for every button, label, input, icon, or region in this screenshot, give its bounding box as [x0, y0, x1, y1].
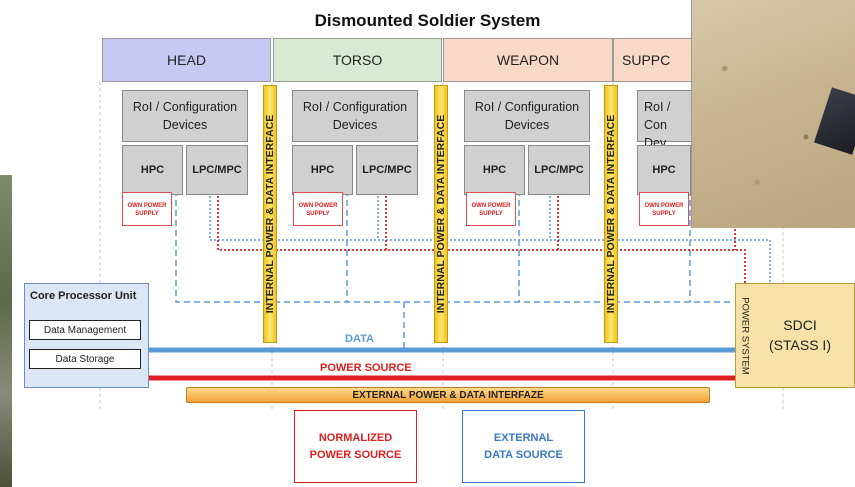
section-head: HEAD [102, 38, 271, 82]
section-torso: TORSO [273, 38, 442, 82]
sdci-subtitle: (STASS I) [769, 337, 831, 353]
normalized-power-source-box: NORMALIZED POWER SOURCE [294, 410, 417, 483]
internal-interface-label: INTERNAL POWER & DATA INTERFACE [605, 114, 617, 314]
core-processor-title: Core Processor Unit [30, 290, 137, 302]
normalized-line2: POWER SOURCE [309, 449, 402, 461]
normalized-line1: NORMALIZED [318, 432, 393, 444]
lpc-power-line [217, 196, 746, 283]
data-storage-box: Data Storage [29, 349, 141, 369]
lpc-mpc-box: LPC/MPC [186, 145, 248, 195]
own-power-supply-box: OWN POWER SUPPLY [122, 192, 172, 226]
external-interface-bar: EXTERNAL POWER & DATA INTERFAZE [186, 387, 710, 403]
sdci-box [735, 283, 855, 388]
external-line1: EXTERNAL [493, 432, 554, 444]
data-management-box: Data Management [29, 320, 141, 340]
hpc-box: HPC [292, 145, 353, 195]
external-line2: DATA SOURCE [484, 449, 563, 461]
internal-interface-label: INTERNAL POWER & DATA INTERFACE [435, 114, 447, 314]
external-data-source-box: EXTERNAL DATA SOURCE [462, 410, 585, 483]
section-weapon: WEAPON [443, 38, 613, 82]
roi-config-box: RoI / Configuration Devices [292, 90, 418, 142]
section-head-label: HEAD [167, 52, 206, 68]
section-torso-label: TORSO [332, 52, 383, 68]
background-photo-left [0, 175, 12, 487]
lpc-mpc-box: LPC/MPC [528, 145, 590, 195]
own-power-supply-box: OWN POWER SUPPLY [639, 192, 689, 226]
section-support: SUPPC [613, 38, 693, 82]
data-bus-label: DATA [345, 333, 374, 345]
own-power-supply-box: OWN POWER SUPPLY [466, 192, 516, 226]
internal-interface-bar [263, 85, 277, 343]
lpc-mpc-box: LPC/MPC [356, 145, 418, 195]
hpc-box: HPC [464, 145, 525, 195]
diagram-title: Dismounted Soldier System [314, 11, 541, 30]
lpc-data-line [209, 196, 771, 283]
hpc-box: HPC [637, 145, 691, 195]
sdci-title: SDCI [783, 317, 817, 333]
roi-config-box: RoI / Configuration Devices [464, 90, 590, 142]
sdci-label: SDCI (STASS I) [750, 315, 850, 355]
data-bus-line [175, 180, 730, 303]
internal-interface-label: INTERNAL POWER & DATA INTERFACE [264, 114, 276, 314]
internal-interface-bar [434, 85, 448, 343]
roi-config-box: RoI / Con Dev [637, 90, 693, 150]
section-weapon-label: WEAPON [496, 52, 560, 68]
hpc-box: HPC [122, 145, 183, 195]
roi-config-box: RoI / Configuration Devices [122, 90, 248, 142]
internal-interface-bar [604, 85, 618, 343]
own-power-supply-box: OWN POWER SUPPLY [293, 192, 343, 226]
section-support-label: SUPPC [622, 52, 671, 68]
power-bus-label: POWER SOURCE [320, 362, 412, 374]
